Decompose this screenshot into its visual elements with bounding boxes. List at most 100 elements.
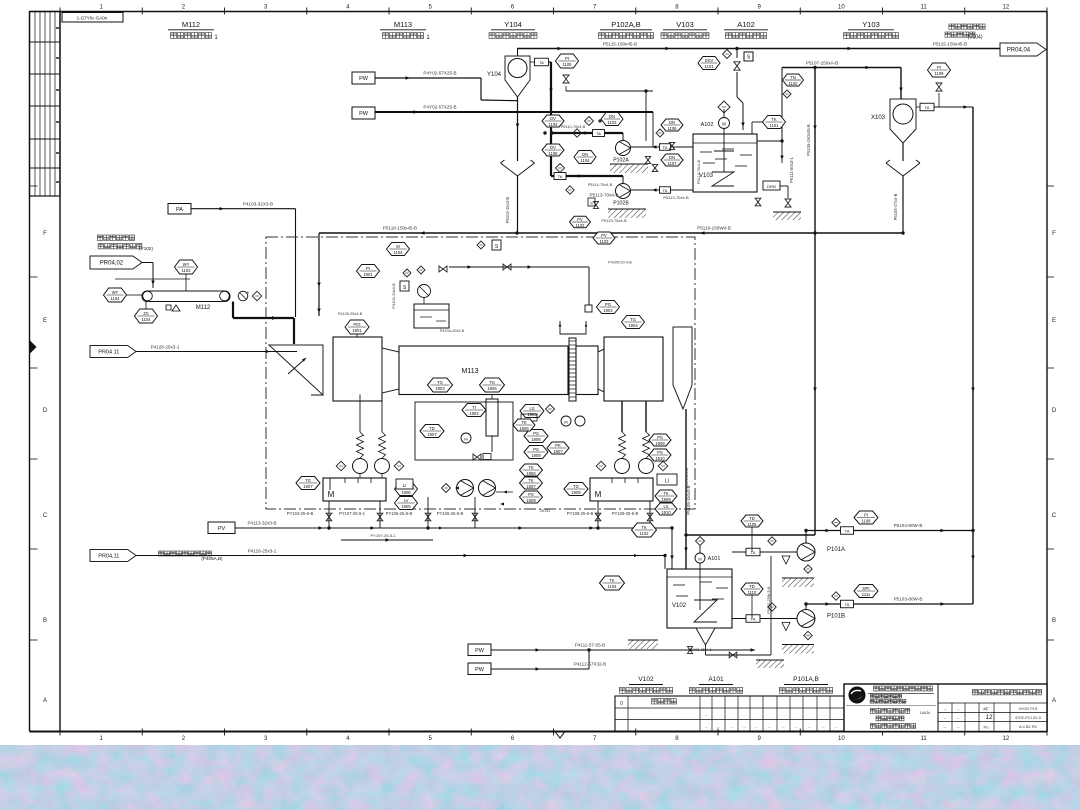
svg-text:PI: PI (366, 266, 370, 271)
svg-text:1104: 1104 (393, 250, 403, 255)
svg-text:A 4 B2 R1: A 4 B2 R1 (1019, 724, 1038, 729)
svg-text:1902: 1902 (469, 411, 479, 416)
svg-text:PR04,11: PR04,11 (98, 554, 119, 560)
svg-text:M: M (722, 122, 726, 127)
svg-text:1906: 1906 (531, 437, 541, 442)
svg-text:TG: TG (437, 380, 443, 385)
svg-text:--: -- (944, 725, 947, 729)
svg-text:1906: 1906 (401, 490, 411, 495)
svg-text:Y104: Y104 (504, 20, 522, 29)
svg-text:TI: TI (472, 405, 476, 410)
svg-text:TA: TA (751, 550, 756, 555)
svg-text:9: 9 (757, 736, 761, 742)
svg-text:P5109-150x4-B: P5109-150x4-B (686, 485, 691, 514)
svg-text:1909: 1909 (526, 498, 536, 503)
svg-text:1901: 1901 (363, 272, 373, 277)
svg-text:TD: TD (749, 584, 755, 589)
svg-text:P4105-20-3-B: P4105-20-3-B (608, 261, 632, 265)
svg-text:DPI: DPI (863, 586, 870, 591)
svg-text:WT: WT (112, 290, 119, 295)
svg-text:PR04 11: PR04 11 (98, 350, 119, 356)
svg-text:(P405A,B): (P405A,B) (201, 556, 223, 561)
svg-text:1910: 1910 (655, 456, 665, 461)
svg-text:Pu: Pu (984, 725, 989, 730)
svg-text:PY104-25-5-B: PY104-25-5-B (287, 511, 314, 516)
svg-text:PV: PV (218, 526, 226, 532)
svg-text:P4104-20x3-B: P4104-20x3-B (440, 329, 465, 333)
svg-text:P102B: P102B (613, 201, 629, 207)
svg-text:1909: 1909 (661, 497, 671, 502)
svg-text:1107: 1107 (667, 161, 677, 166)
svg-text:4702-PCI 02-0: 4702-PCI 02-0 (1015, 715, 1042, 720)
svg-text:--: -- (730, 724, 733, 729)
svg-text:P4Y02-57X25-B: P4Y02-57X25-B (423, 105, 456, 110)
svg-text:12: 12 (1003, 736, 1010, 742)
svg-text:--: -- (822, 724, 825, 729)
svg-text:M112: M112 (196, 305, 211, 311)
svg-text:3: 3 (264, 5, 268, 11)
svg-text:A101: A101 (708, 676, 724, 683)
svg-text:P5102-25W-5-B: P5102-25W-5-B (767, 586, 771, 614)
svg-text:PS: PS (528, 492, 534, 497)
svg-text:1104: 1104 (607, 584, 617, 589)
svg-text:1: 1 (99, 736, 103, 742)
svg-text:1907: 1907 (553, 449, 563, 454)
svg-text:TK: TK (771, 117, 777, 122)
svg-text:P4116-25x3-1: P4116-25x3-1 (248, 549, 277, 554)
svg-text:TA: TA (663, 145, 668, 150)
svg-text:Y103: Y103 (862, 20, 880, 29)
svg-text:P102A,B: P102A,B (611, 20, 641, 29)
svg-text:--: -- (705, 724, 708, 729)
svg-text:LI: LI (403, 483, 407, 488)
svg-text:M: M (698, 557, 701, 562)
svg-text:A102: A102 (701, 122, 714, 128)
svg-text:5: 5 (428, 736, 432, 742)
svg-text:TK: TK (521, 420, 527, 425)
svg-text:7: 7 (593, 736, 597, 742)
svg-text:PR04,02: PR04,02 (100, 261, 124, 267)
svg-text:S: S (590, 201, 593, 206)
svg-text:1905: 1905 (519, 426, 529, 431)
svg-text:1905: 1905 (487, 386, 497, 391)
svg-text:2: 2 (182, 736, 186, 742)
svg-text:--: -- (957, 716, 960, 720)
svg-text:1907: 1907 (427, 432, 437, 437)
svg-text:D: D (1052, 408, 1057, 414)
svg-text:M: M (464, 437, 467, 442)
svg-text:1904: 1904 (628, 323, 638, 328)
svg-text:1109: 1109 (934, 71, 944, 76)
svg-text:X103: X103 (871, 115, 886, 121)
svg-text:--: -- (705, 713, 708, 718)
svg-text:PI: PI (937, 65, 941, 70)
svg-text:P4105-25x3-B: P4105-25x3-B (338, 312, 363, 316)
svg-text:PIG: PIG (353, 322, 360, 327)
svg-text:1910: 1910 (661, 510, 671, 515)
svg-text:P5113-70x4-B: P5113-70x4-B (697, 160, 701, 184)
svg-text:--: -- (743, 724, 746, 729)
svg-text:4: 4 (346, 5, 350, 11)
svg-text:--: -- (957, 725, 960, 729)
svg-text:P5114-70x4-B: P5114-70x4-B (588, 182, 613, 187)
svg-text:PS: PS (533, 431, 539, 436)
svg-text:12: 12 (985, 714, 993, 721)
svg-text:K: K (247, 290, 250, 295)
svg-text:LS: LS (529, 406, 534, 411)
svg-text:1105: 1105 (747, 522, 757, 527)
svg-text:DN: DN (609, 114, 615, 119)
svg-text:8: 8 (675, 736, 679, 742)
svg-text:PW: PW (359, 76, 369, 82)
svg-text:1110: 1110 (748, 590, 757, 595)
svg-text:P101B: P101B (827, 614, 845, 620)
svg-text:P4Y02-57X25-B: P4Y02-57X25-B (423, 71, 456, 76)
svg-text:S: S (403, 285, 407, 291)
svg-text:ZS: ZS (143, 311, 149, 316)
svg-text:PY105-25-5-B: PY105-25-5-B (386, 511, 413, 516)
svg-text:PA: PA (176, 207, 183, 213)
svg-text:DN: DN (669, 155, 675, 160)
svg-text:PV: PV (601, 233, 607, 238)
svg-text:LI: LI (665, 479, 669, 485)
svg-text:PW: PW (475, 667, 485, 673)
svg-text:1907: 1907 (303, 484, 313, 489)
svg-text:LV: LV (404, 498, 409, 503)
svg-text:P5105-27x4-B: P5105-27x4-B (893, 193, 898, 220)
